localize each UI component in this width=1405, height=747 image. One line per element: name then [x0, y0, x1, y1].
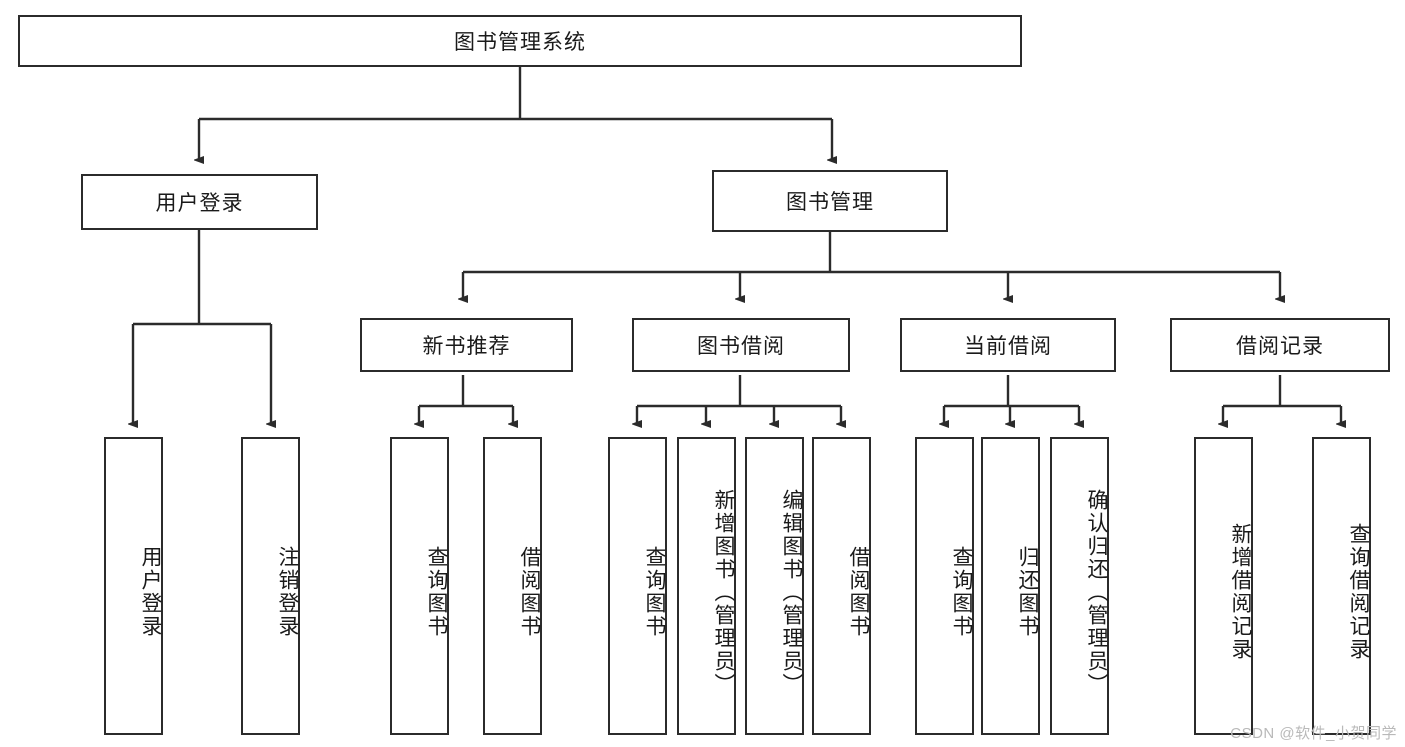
- node-current-borrow[interactable]: 当前借阅: [900, 318, 1116, 372]
- leaf-user-login-logout[interactable]: 注销登录: [241, 437, 300, 735]
- leaf-book-borrow-borrow-book[interactable]: 借阅图书: [812, 437, 871, 735]
- leaf-label: 查询借阅记录: [1347, 523, 1370, 661]
- leaf-label: 用户登录: [139, 546, 162, 638]
- node-user-login-label: 用户登录: [155, 192, 244, 215]
- leaf-label: 归还图书: [1016, 546, 1039, 638]
- leaf-current-borrow-query-book[interactable]: 查询图书: [915, 437, 974, 735]
- leaf-borrow-record-query-record[interactable]: 查询借阅记录: [1312, 437, 1371, 735]
- leaf-label: 新增借阅记录: [1229, 523, 1252, 661]
- node-book-management-label: 图书管理: [786, 191, 874, 214]
- leaf-label: 借阅图书: [518, 546, 541, 638]
- leaf-label: 注销登录: [276, 546, 299, 638]
- node-user-login[interactable]: 用户登录: [81, 174, 318, 230]
- leaf-label: 查询图书: [425, 546, 448, 638]
- node-new-book-recommend[interactable]: 新书推荐: [360, 318, 573, 372]
- leaf-user-login-login[interactable]: 用户登录: [104, 437, 163, 735]
- node-borrow-record[interactable]: 借阅记录: [1170, 318, 1390, 372]
- leaf-label: 借阅图书: [847, 546, 870, 638]
- leaf-current-borrow-return-book[interactable]: 归还图书: [981, 437, 1040, 735]
- leaf-label: 编辑图书（管理员）: [780, 488, 803, 696]
- node-borrow-record-label: 借阅记录: [1236, 335, 1324, 358]
- leaf-book-borrow-add-book[interactable]: 新增图书（管理员）: [677, 437, 736, 735]
- node-new-book-recommend-label: 新书推荐: [422, 335, 511, 358]
- node-root[interactable]: 图书管理系统: [18, 15, 1022, 67]
- leaf-book-borrow-edit-book[interactable]: 编辑图书（管理员）: [745, 437, 804, 735]
- leaf-label: 查询图书: [643, 546, 666, 638]
- watermark: CSDN @软件_小贺同学: [1230, 725, 1397, 742]
- leaf-label: 查询图书: [950, 546, 973, 638]
- leaf-borrow-record-add-record[interactable]: 新增借阅记录: [1194, 437, 1253, 735]
- leaf-book-borrow-query-book[interactable]: 查询图书: [608, 437, 667, 735]
- leaf-current-borrow-confirm-return[interactable]: 确认归还（管理员）: [1050, 437, 1109, 735]
- leaf-new-book-query-book[interactable]: 查询图书: [390, 437, 449, 735]
- node-book-management[interactable]: 图书管理: [712, 170, 948, 232]
- node-book-borrow[interactable]: 图书借阅: [632, 318, 850, 372]
- leaf-label: 确认归还（管理员）: [1085, 488, 1108, 696]
- leaf-label: 新增图书（管理员）: [712, 488, 735, 696]
- node-current-borrow-label: 当前借阅: [964, 335, 1052, 358]
- node-book-borrow-label: 图书借阅: [697, 335, 785, 358]
- leaf-new-book-borrow-book[interactable]: 借阅图书: [483, 437, 542, 735]
- node-root-label: 图书管理系统: [454, 31, 586, 54]
